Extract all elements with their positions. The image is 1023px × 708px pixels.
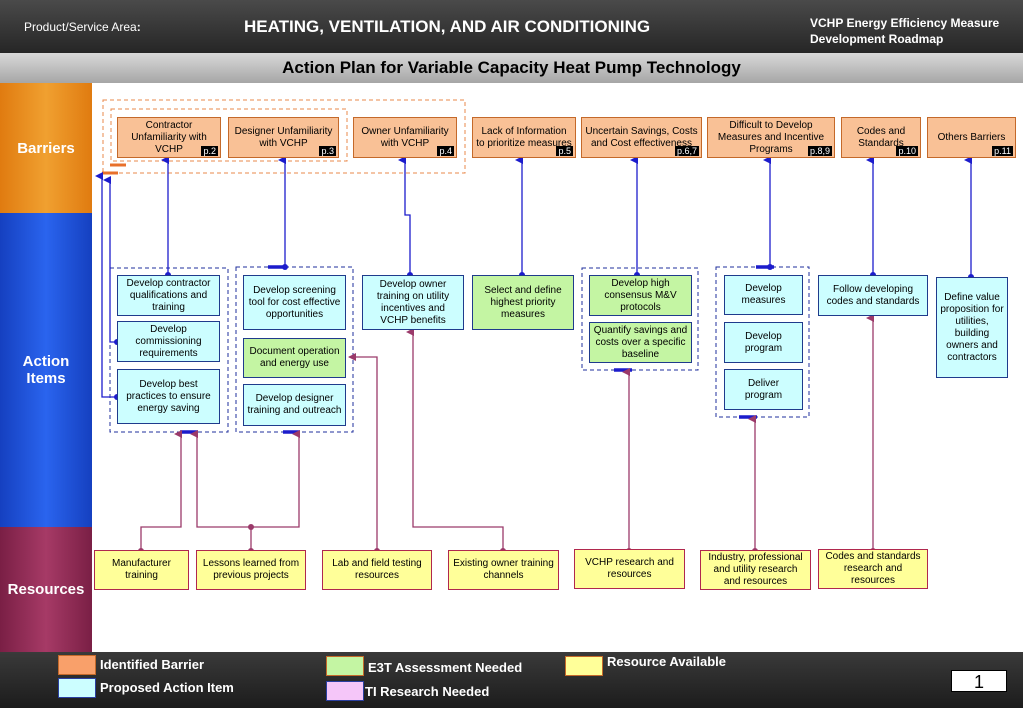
legend-bar bbox=[0, 652, 1023, 708]
measure-title: VCHP Energy Efficiency Measure Developme… bbox=[810, 15, 999, 47]
action-follow-codes[interactable]: Follow developing codes and standards bbox=[818, 275, 928, 316]
barrier-others[interactable]: Others Barriers p.11 bbox=[927, 117, 1016, 158]
legend-swatch-action bbox=[58, 678, 96, 698]
resource-owner-training-channels[interactable]: Existing owner training channels bbox=[448, 550, 559, 590]
legend-swatch-ti bbox=[326, 681, 364, 701]
barrier-group-outline bbox=[102, 99, 466, 174]
resource-industry-research[interactable]: Industry, professional and utility resea… bbox=[700, 550, 811, 590]
action-commissioning-requirements[interactable]: Develop commissioning requirements bbox=[117, 321, 220, 362]
barrier-label: Others Barriers bbox=[937, 131, 1006, 143]
barrier-label: Contractor Unfamiliarity with VCHP bbox=[131, 119, 207, 155]
resource-codes-research[interactable]: Codes and standards research and resourc… bbox=[818, 549, 928, 589]
plan-title: Action Plan for Variable Capacity Heat P… bbox=[0, 53, 1023, 83]
barrier-label: Difficult to Develop Measures and Incent… bbox=[717, 119, 825, 155]
measure-title-line1: VCHP Energy Efficiency Measure bbox=[810, 16, 1000, 30]
action-best-practices[interactable]: Develop best practices to ensure energy … bbox=[117, 369, 220, 424]
action-group-outlines bbox=[109, 266, 810, 433]
action-deliver-program[interactable]: Deliver program bbox=[724, 369, 803, 410]
legend-swatch-e3t bbox=[326, 656, 364, 676]
barrier-label: Owner Unfamiliarity with VCHP bbox=[361, 125, 449, 149]
band-action-items: Action Items bbox=[0, 213, 92, 527]
barrier-label: Lack of Information to prioritize measur… bbox=[476, 125, 572, 149]
barrier-uncertain-savings[interactable]: Uncertain Savings, Costs and Cost effect… bbox=[581, 117, 702, 158]
action-screening-tool[interactable]: Develop screening tool for cost effectiv… bbox=[243, 275, 346, 330]
product-area-label: Product/Service Area: bbox=[24, 20, 141, 34]
header-title: HEATING, VENTILATION, AND AIR CONDITIONI… bbox=[244, 17, 651, 36]
page-ref[interactable]: p.10 bbox=[896, 146, 918, 156]
action-designer-training[interactable]: Develop designer training and outreach bbox=[243, 384, 346, 426]
action-value-proposition[interactable]: Define value proposition for utilities, … bbox=[936, 277, 1008, 378]
header-bar bbox=[0, 0, 1023, 53]
resource-lessons-learned[interactable]: Lessons learned from previous projects bbox=[196, 550, 306, 590]
resource-manufacturer-training[interactable]: Manufacturer training bbox=[94, 550, 189, 590]
barrier-lack-of-information[interactable]: Lack of Information to prioritize measur… bbox=[472, 117, 576, 158]
action-owner-training[interactable]: Develop owner training on utility incent… bbox=[362, 275, 464, 330]
barrier-label: Uncertain Savings, Costs and Cost effect… bbox=[585, 125, 698, 149]
page-ref[interactable]: p.6,7 bbox=[674, 146, 699, 156]
page-ref[interactable]: p.3 bbox=[319, 146, 336, 156]
barrier-label: Codes and Standards bbox=[856, 125, 906, 149]
action-select-measures[interactable]: Select and define highest priority measu… bbox=[472, 275, 574, 330]
page-ref[interactable]: p.2 bbox=[201, 146, 218, 156]
action-develop-program[interactable]: Develop program bbox=[724, 322, 803, 363]
action-develop-measures[interactable]: Develop measures bbox=[724, 275, 803, 315]
legend-swatch-resource bbox=[565, 656, 603, 676]
page-number: 1 bbox=[951, 670, 1007, 692]
legend-identified-barrier: Identified Barrier bbox=[100, 657, 205, 672]
legend-resource-available: Resource Available bbox=[607, 654, 726, 669]
barrier-difficult-measures[interactable]: Difficult to Develop Measures and Incent… bbox=[707, 117, 835, 158]
legend-proposed-action: Proposed Action Item bbox=[100, 680, 234, 695]
band-resources: Resources bbox=[0, 527, 92, 652]
action-quantify-savings[interactable]: Quantify savings and costs over a specif… bbox=[589, 322, 692, 363]
action-contractor-qualifications[interactable]: Develop contractor qualifications and tr… bbox=[117, 275, 220, 316]
legend-ti-research: TI Research Needed bbox=[365, 684, 490, 699]
legend-swatch-barrier bbox=[58, 655, 96, 675]
band-barriers: Barriers bbox=[0, 83, 92, 213]
action-mv-protocols[interactable]: Develop high consensus M&V protocols bbox=[589, 275, 692, 316]
page-ref[interactable]: p.5 bbox=[556, 146, 573, 156]
action-document-operation[interactable]: Document operation and energy use bbox=[243, 338, 346, 378]
page-ref[interactable]: p.11 bbox=[992, 146, 1013, 156]
page-ref[interactable]: p.8,9 bbox=[807, 146, 832, 156]
resource-vchp-research[interactable]: VCHP research and resources bbox=[574, 549, 685, 589]
barrier-label: Designer Unfamiliarity with VCHP bbox=[234, 125, 333, 149]
legend-e3t-assessment: E3T Assessment Needed bbox=[368, 660, 523, 675]
page-ref[interactable]: p.4 bbox=[437, 146, 454, 156]
measure-title-line2: Development Roadmap bbox=[810, 32, 944, 46]
resource-lab-field-testing[interactable]: Lab and field testing resources bbox=[322, 550, 432, 590]
